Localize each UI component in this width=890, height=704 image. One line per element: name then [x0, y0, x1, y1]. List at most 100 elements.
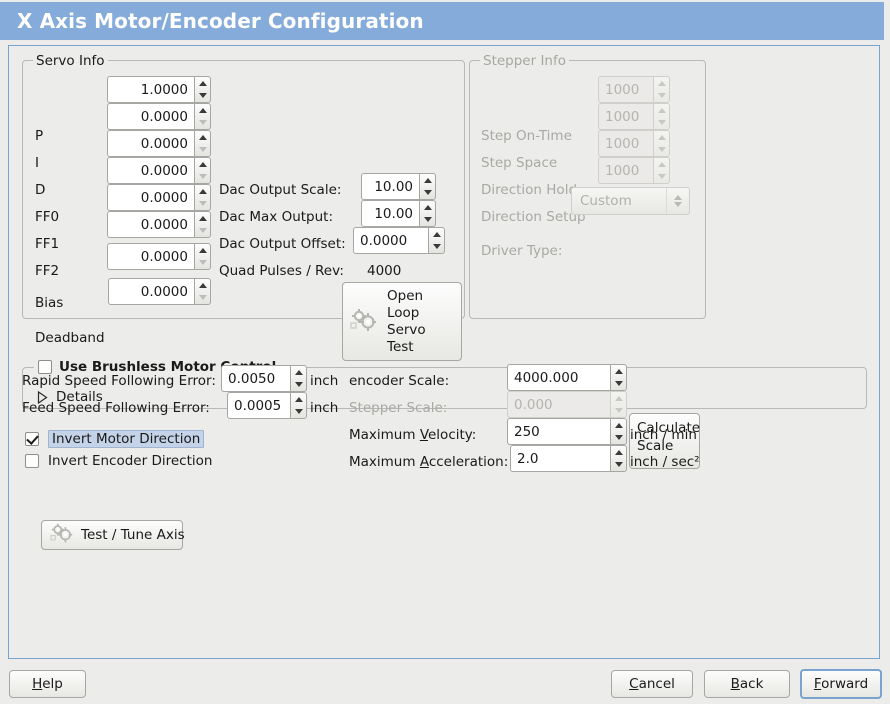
rapid-speed-following-error-value[interactable]: 0.0050	[221, 365, 290, 392]
spin-down-icon[interactable]	[198, 146, 207, 152]
cancel-button[interactable]: Cancel	[611, 670, 693, 698]
servo-spin-ff1[interactable]: 0.0000	[107, 184, 211, 211]
spin-up-icon[interactable]	[423, 178, 432, 184]
spin-up-icon[interactable]	[198, 135, 207, 141]
servo-spin-buttons-d[interactable]	[194, 130, 211, 157]
servo-spin-i[interactable]: 0.0000	[107, 103, 211, 130]
servo-info-group: Servo Info	[22, 53, 465, 319]
spin-up-icon[interactable]	[614, 369, 623, 375]
servo-value-ff1[interactable]: 0.0000	[107, 184, 194, 211]
servo-spin-deadband[interactable]: 0.0000	[108, 278, 211, 305]
dac-output-scale-spin[interactable]: 10.00	[361, 173, 436, 200]
spin-down-icon[interactable]	[423, 189, 432, 195]
dac-output-scale-label: Dac Output Scale:	[219, 182, 342, 198]
servo-spin-buttons-bias[interactable]	[194, 243, 211, 270]
dac-output-scale-value[interactable]: 10.00	[361, 173, 419, 200]
maximum-acceleration-value[interactable]: 2.0	[510, 445, 610, 472]
forward-button[interactable]: Forward	[800, 669, 882, 699]
spin-down-icon[interactable]	[294, 408, 303, 414]
stepper-spin-direction-hold: 1000	[598, 130, 670, 157]
servo-spin-ff0[interactable]: 0.0000	[107, 157, 211, 184]
maximum-velocity-value[interactable]: 250	[507, 418, 610, 445]
spin-down-icon[interactable]	[198, 92, 207, 98]
servo-value-d[interactable]: 0.0000	[107, 130, 194, 157]
servo-spin-ff2[interactable]: 0.0000	[107, 211, 211, 238]
spin-up-icon[interactable]	[614, 423, 623, 429]
triangle-right-icon[interactable]	[37, 390, 48, 404]
spin-down-icon[interactable]	[198, 259, 207, 265]
dac-max-output-spin-buttons[interactable]	[419, 200, 436, 227]
test-tune-axis-button[interactable]: Test / Tune Axis	[41, 520, 185, 550]
invert-motor-direction-checkbox[interactable]: Invert Motor Direction	[25, 430, 205, 448]
servo-spin-p[interactable]: 1.0000	[107, 76, 211, 103]
maximum-acceleration-spin-buttons[interactable]	[610, 445, 627, 472]
dac-max-output-spin[interactable]: 10.00	[361, 200, 436, 227]
help-button[interactable]: Help	[9, 670, 86, 698]
dac-output-offset-spin-buttons[interactable]	[428, 227, 445, 254]
servo-value-p[interactable]: 1.0000	[107, 76, 194, 103]
spin-down-icon[interactable]	[432, 243, 441, 249]
maximum-acceleration-spin[interactable]: 2.0	[510, 445, 627, 472]
spin-up-icon[interactable]	[198, 189, 207, 195]
spin-down-icon[interactable]	[614, 461, 623, 467]
encoder-scale-value[interactable]: 4000.000	[507, 364, 610, 391]
servo-value-deadband[interactable]: 0.0000	[108, 278, 194, 305]
spin-down-icon[interactable]	[198, 173, 207, 179]
spin-up-icon[interactable]	[294, 370, 303, 376]
feed-spin-buttons[interactable]	[290, 392, 307, 419]
checkbox-box[interactable]	[38, 360, 52, 374]
servo-spin-buttons-ff1[interactable]	[194, 184, 211, 211]
servo-spin-bias[interactable]: 0.0000	[107, 243, 211, 270]
servo-spin-buttons-p[interactable]	[194, 76, 211, 103]
servo-spin-buttons-ff2[interactable]	[194, 211, 211, 238]
maximum-velocity-spin[interactable]: 250	[507, 418, 627, 445]
spin-down-icon[interactable]	[423, 216, 432, 222]
servo-spin-d[interactable]: 0.0000	[107, 130, 211, 157]
servo-spin-buttons-deadband[interactable]	[194, 278, 211, 305]
details-expander[interactable]: Details	[37, 389, 103, 405]
spin-up-icon[interactable]	[198, 216, 207, 222]
servo-value-ff0[interactable]: 0.0000	[107, 157, 194, 184]
feed-speed-following-error-spin[interactable]: 0.0005	[227, 392, 307, 419]
spin-up-icon[interactable]	[423, 205, 432, 211]
rapid-spin-buttons[interactable]	[290, 365, 307, 392]
spin-down-icon[interactable]	[294, 381, 303, 387]
spin-down-icon[interactable]	[198, 200, 207, 206]
invert-encoder-direction-checkbox[interactable]: Invert Encoder Direction	[25, 453, 212, 469]
stepper-info-group: Stepper Info	[469, 53, 706, 319]
spin-up-icon[interactable]	[294, 397, 303, 403]
spin-up-icon[interactable]	[198, 108, 207, 114]
encoder-scale-spin-buttons[interactable]	[610, 364, 627, 391]
stepper-scale-value: 0.000	[507, 391, 610, 418]
encoder-scale-spin[interactable]: 4000.000	[507, 364, 627, 391]
spin-up-icon[interactable]	[198, 162, 207, 168]
spin-up-icon[interactable]	[198, 248, 207, 254]
spin-down-icon[interactable]	[198, 227, 207, 233]
servo-value-i[interactable]: 0.0000	[107, 103, 194, 130]
spin-up-icon[interactable]	[198, 81, 207, 87]
servo-value-ff2[interactable]: 0.0000	[107, 211, 194, 238]
spin-down-icon[interactable]	[198, 119, 207, 125]
maximum-velocity-spin-buttons[interactable]	[610, 418, 627, 445]
spin-up-icon[interactable]	[432, 232, 441, 238]
checkbox-box[interactable]	[25, 454, 39, 468]
servo-spin-buttons-ff0[interactable]	[194, 157, 211, 184]
dac-output-offset-spin[interactable]: 0.0000	[353, 227, 445, 254]
dac-max-output-value[interactable]: 10.00	[361, 200, 419, 227]
servo-spin-buttons-i[interactable]	[194, 103, 211, 130]
rapid-speed-following-error-spin[interactable]: 0.0050	[221, 365, 307, 392]
checkbox-box[interactable]	[25, 432, 39, 446]
servo-value-bias[interactable]: 0.0000	[107, 243, 194, 270]
dac-output-offset-value[interactable]: 0.0000	[353, 227, 428, 254]
spin-up-icon[interactable]	[198, 283, 207, 289]
back-button[interactable]: Back	[704, 670, 790, 698]
spin-down-icon[interactable]	[614, 380, 623, 386]
spin-down-icon[interactable]	[614, 434, 623, 440]
spin-down-icon[interactable]	[198, 294, 207, 300]
spin-up-icon[interactable]	[614, 450, 623, 456]
dac-output-scale-spin-buttons[interactable]	[419, 173, 436, 200]
feed-speed-following-error-value[interactable]: 0.0005	[227, 392, 290, 419]
